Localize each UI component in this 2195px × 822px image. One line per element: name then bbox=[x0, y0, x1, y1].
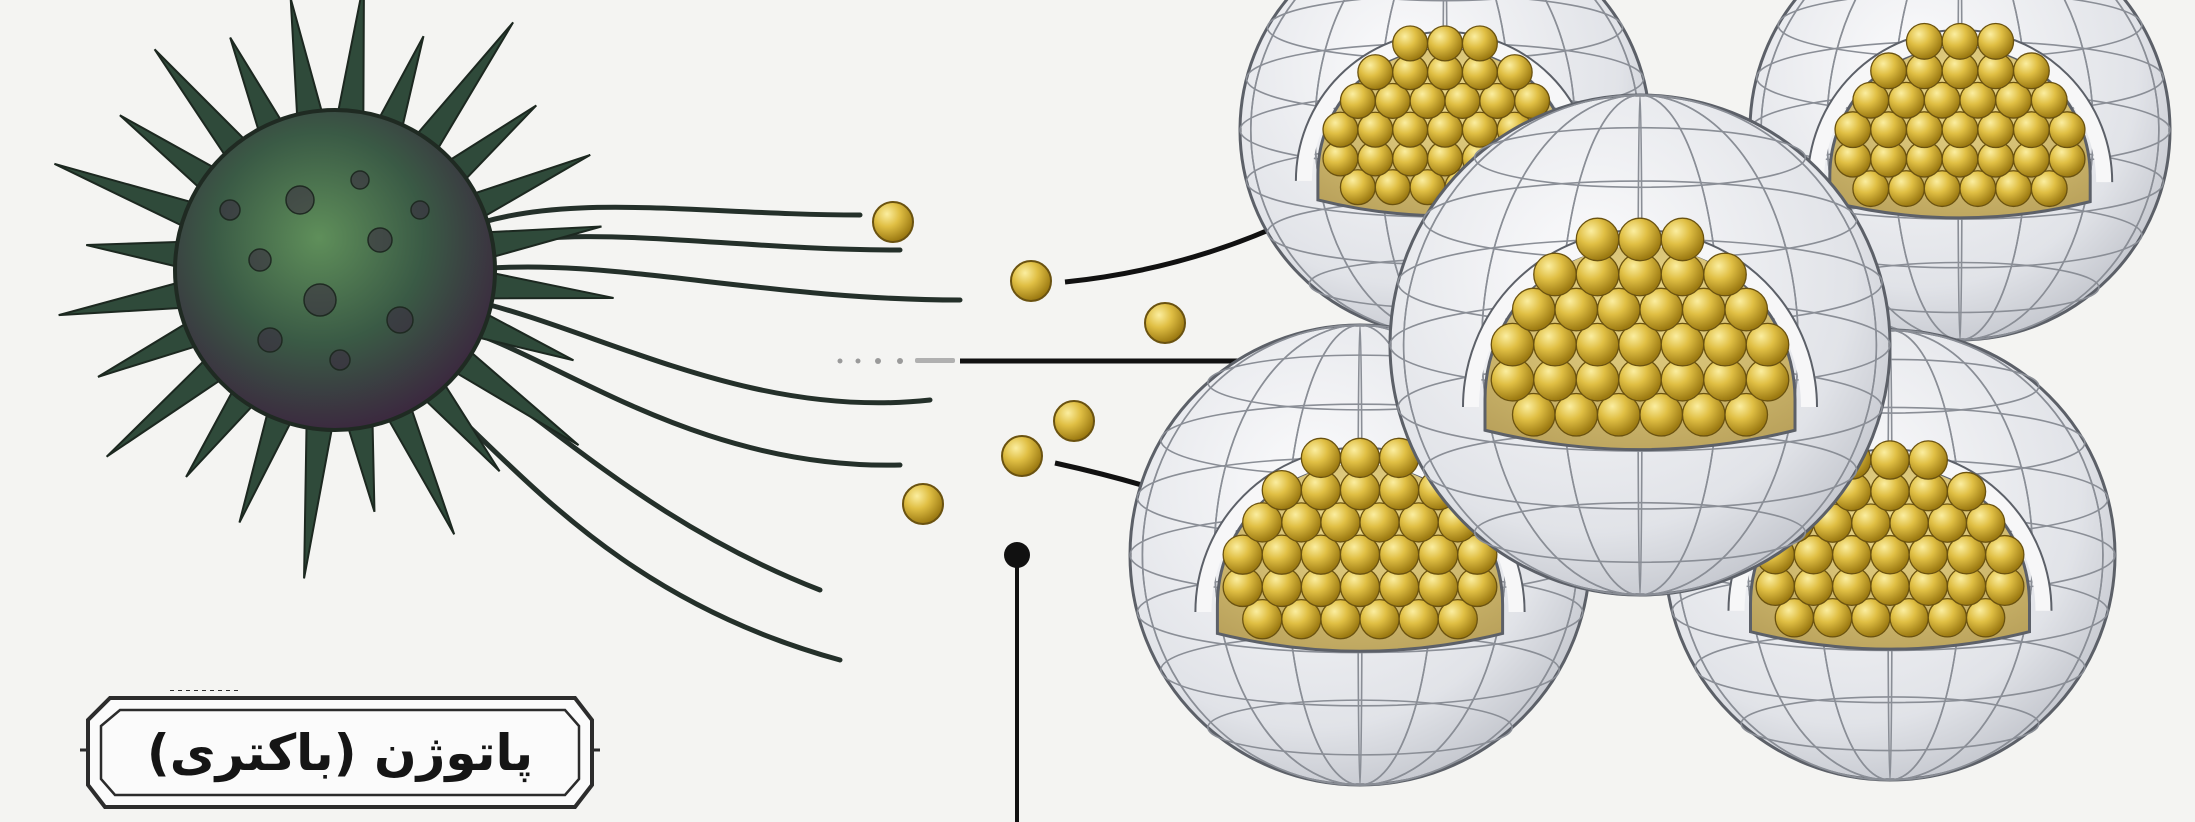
bacterium-icon bbox=[54, 0, 960, 660]
spike bbox=[291, 0, 325, 125]
gold-particle bbox=[1301, 438, 1340, 477]
spike bbox=[59, 281, 190, 315]
gold-particle bbox=[1340, 438, 1379, 477]
gold-particle bbox=[1262, 471, 1301, 510]
antigen-particle-icon bbox=[1054, 401, 1094, 441]
surface-bump bbox=[368, 228, 392, 252]
surface-bump bbox=[387, 307, 413, 333]
gold-particle bbox=[1661, 218, 1704, 261]
antigen-particle-icon bbox=[1145, 303, 1185, 343]
gold-particle bbox=[1947, 472, 1985, 510]
antigen-particle-icon bbox=[1011, 261, 1051, 301]
spike bbox=[54, 164, 200, 230]
gold-particle bbox=[1704, 253, 1747, 296]
flagellum bbox=[460, 207, 860, 230]
spike bbox=[482, 271, 613, 298]
surface-bump bbox=[304, 284, 336, 316]
gold-particle bbox=[1871, 53, 1907, 89]
pathogen-label: پاتوژن (باکتری) bbox=[80, 690, 600, 815]
gold-particle bbox=[1462, 26, 1497, 61]
gold-particle bbox=[1906, 23, 1942, 59]
flagella bbox=[430, 207, 960, 660]
surface-bump bbox=[286, 186, 314, 214]
surface-bump bbox=[411, 201, 429, 219]
spike bbox=[304, 417, 333, 578]
pathogen-label-box: پاتوژن (باکتری) bbox=[80, 690, 600, 815]
gold-particle bbox=[1428, 26, 1463, 61]
spike bbox=[86, 242, 187, 269]
surface-bump bbox=[220, 200, 240, 220]
gold-particle bbox=[1942, 23, 1978, 59]
gold-particle bbox=[1497, 55, 1532, 90]
antigen-particle-icon bbox=[903, 484, 943, 524]
gold-particle bbox=[1871, 441, 1909, 479]
spike bbox=[480, 227, 601, 260]
antigen-particle-icon bbox=[873, 202, 913, 242]
gold-particle bbox=[1393, 26, 1428, 61]
gold-particle bbox=[1909, 441, 1947, 479]
bacterium-body bbox=[175, 110, 495, 430]
gold-particle bbox=[2014, 53, 2050, 89]
surface-bump bbox=[258, 328, 282, 352]
spike bbox=[336, 0, 363, 123]
antigen-particle-icon bbox=[1002, 436, 1042, 476]
gold-particle bbox=[1978, 23, 2014, 59]
flagellum bbox=[430, 390, 840, 660]
surface-bump bbox=[249, 249, 271, 271]
gold-particle bbox=[1358, 55, 1393, 90]
capsule-cluster bbox=[1130, 0, 2170, 785]
gold-particle bbox=[1576, 218, 1619, 261]
surface-bump bbox=[351, 171, 369, 189]
gold-particle bbox=[1534, 253, 1577, 296]
capsule-center bbox=[1390, 95, 1890, 595]
surface-bump bbox=[330, 350, 350, 370]
gold-particle bbox=[1619, 218, 1662, 261]
pointer-line bbox=[1004, 542, 1030, 822]
motion-trail bbox=[838, 358, 956, 364]
spike bbox=[384, 401, 454, 535]
